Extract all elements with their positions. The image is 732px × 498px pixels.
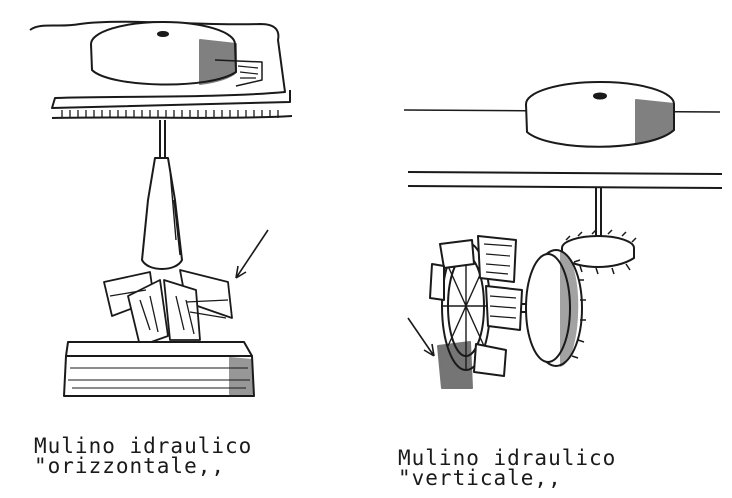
beam-ticks [61, 110, 279, 118]
caption-horizontal-line2: "orizzontale,, [34, 454, 226, 478]
arrow-left [235, 229, 269, 279]
shaft-left [159, 120, 166, 158]
vertical-mill-drawing [403, 81, 723, 389]
millstone-left [90, 21, 263, 87]
floor-slab [29, 20, 291, 109]
caption-vertical-mill: Mulino idraulico "verticale,, [398, 446, 617, 490]
millstone-right [525, 81, 675, 148]
horizontal-mill-drawing [29, 20, 293, 397]
vertical-water-wheel [429, 235, 523, 389]
base-block [63, 341, 255, 397]
crown-wheel [525, 249, 586, 367]
caption-vertical-line1: Mulino idraulico [398, 446, 617, 470]
caption-vertical-line2: "verticale,, [398, 466, 562, 490]
caption-horizontal-line1: Mulino idraulico [34, 434, 253, 458]
horizontal-wheel-blades [103, 269, 233, 347]
floor-line-lower [407, 185, 723, 189]
shaft-right [595, 188, 602, 240]
caption-horizontal-mill: Mulino idraulico "orizzontale,, [34, 434, 253, 478]
floor-line-mid [407, 171, 723, 175]
arrow-right [407, 317, 435, 357]
